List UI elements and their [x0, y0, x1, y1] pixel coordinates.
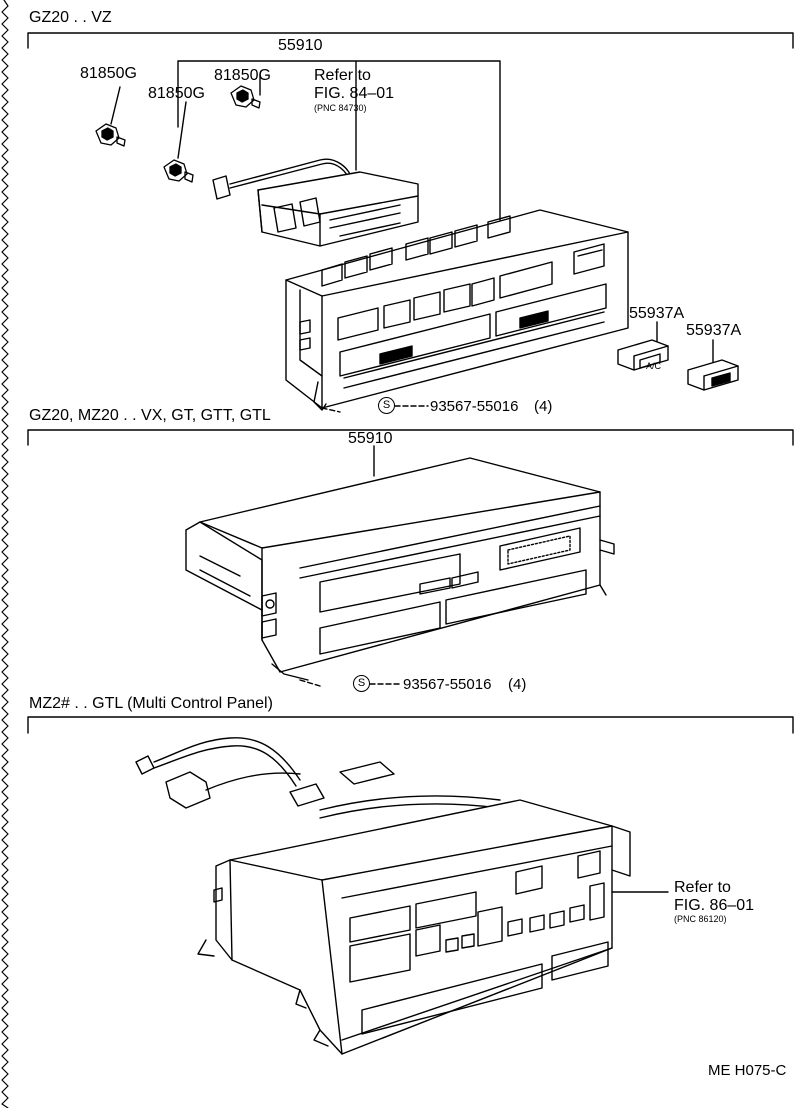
section1-assembly-part: 55910 — [278, 37, 323, 54]
screw-symbol-2: S — [353, 675, 370, 692]
button-ac-label: A/C — [646, 361, 662, 371]
section3-multi-panel — [197, 799, 631, 1055]
screw-leader-2 — [299, 679, 401, 687]
section1-refer-line1: Refer to — [314, 67, 371, 84]
button-55937A-2 — [687, 359, 739, 391]
section1-bracket — [27, 32, 794, 49]
button-55937A-1 — [617, 339, 669, 371]
part-button-label-2: 55937A — [686, 322, 742, 339]
grommet-2 — [163, 159, 194, 183]
screw-symbol-1: S — [378, 397, 395, 414]
section1-heading: GZ20 . . VZ — [29, 9, 112, 26]
part-grommet-label-1: 81850G — [80, 65, 137, 82]
section3-harness — [135, 737, 501, 819]
section3-refer-pnc: (PNC 86120) — [674, 914, 727, 924]
screw-leader-1 — [321, 405, 429, 413]
binding-edge-zigzag — [1, 0, 9, 1108]
screw-part-2: 93567-55016 — [403, 676, 492, 693]
part-grommet-label-2: 81850G — [148, 85, 205, 102]
screw-qty-2: (4) — [508, 676, 527, 693]
section3-refer-line1: Refer to — [674, 879, 731, 896]
screw-part-1: 93567-55016 — [430, 398, 519, 415]
screw-qty-1: (4) — [534, 398, 553, 415]
part-button-label-1: 55937A — [629, 305, 685, 322]
section1-leaders — [177, 60, 501, 221]
section2-heading: GZ20, MZ20 . . VX, GT, GTT, GTL — [29, 407, 271, 424]
section1-refer-line2: FIG. 84–01 — [314, 85, 395, 102]
section1-refer-pnc: (PNC 84730) — [314, 103, 367, 113]
section3-refer-line2: FIG. 86–01 — [674, 897, 755, 914]
section3-bracket — [27, 716, 794, 734]
grommet-1 — [95, 123, 126, 147]
section3-heading: MZ2# . . GTL (Multi Control Panel) — [29, 695, 273, 712]
section2-bracket — [27, 429, 794, 446]
grommet-3 — [230, 85, 261, 109]
part-grommet-label-3: 81850G — [214, 67, 271, 84]
section1-upper-module — [257, 171, 419, 247]
footer-code: ME H075-C — [708, 1062, 787, 1079]
section1-control-panel — [285, 209, 629, 411]
section2-control-panel — [185, 457, 615, 681]
section2-assembly-part: 55910 — [348, 430, 393, 447]
